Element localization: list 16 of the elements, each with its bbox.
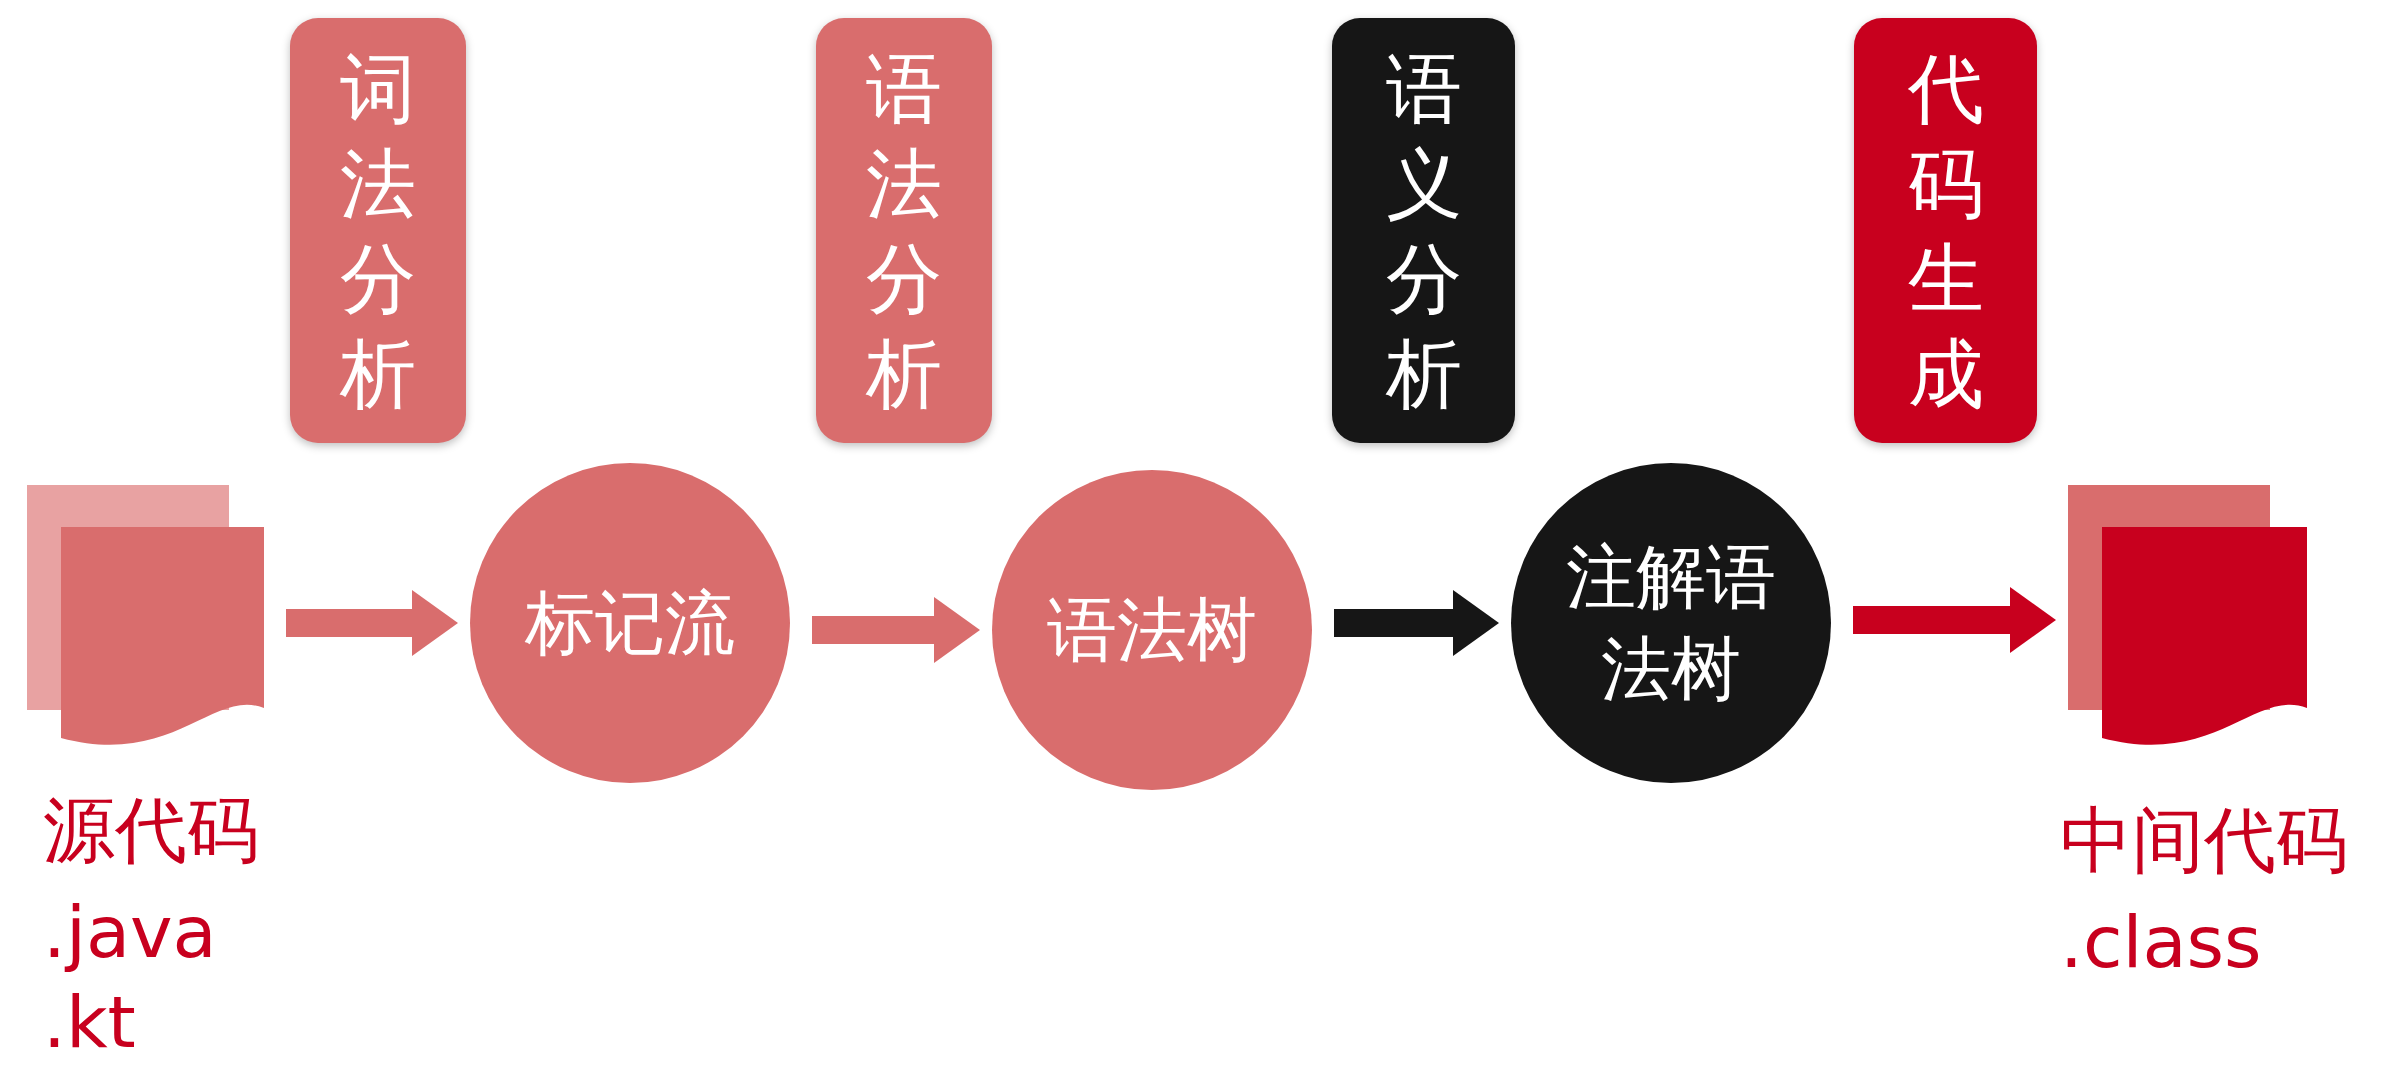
- arrow: [1853, 587, 2056, 653]
- stage-circle: 注解语法树: [1511, 463, 1831, 783]
- step-box: 词法分析: [290, 18, 466, 443]
- file-extension: .java: [43, 889, 217, 976]
- file-extension: .kt: [43, 979, 136, 1066]
- stage-circle: 语法树: [992, 470, 1312, 790]
- step-box: 语义分析: [1332, 18, 1515, 443]
- file-extension: .class: [2060, 899, 2262, 986]
- file-label: 源代码: [43, 787, 259, 874]
- arrow: [286, 590, 458, 656]
- step-box: 语法分析: [816, 18, 992, 443]
- file-label: 中间代码: [2060, 797, 2348, 884]
- stage-circle: 标记流: [470, 463, 790, 783]
- arrow: [812, 597, 980, 663]
- arrow: [1334, 590, 1499, 656]
- step-box: 代码生成: [1854, 18, 2037, 443]
